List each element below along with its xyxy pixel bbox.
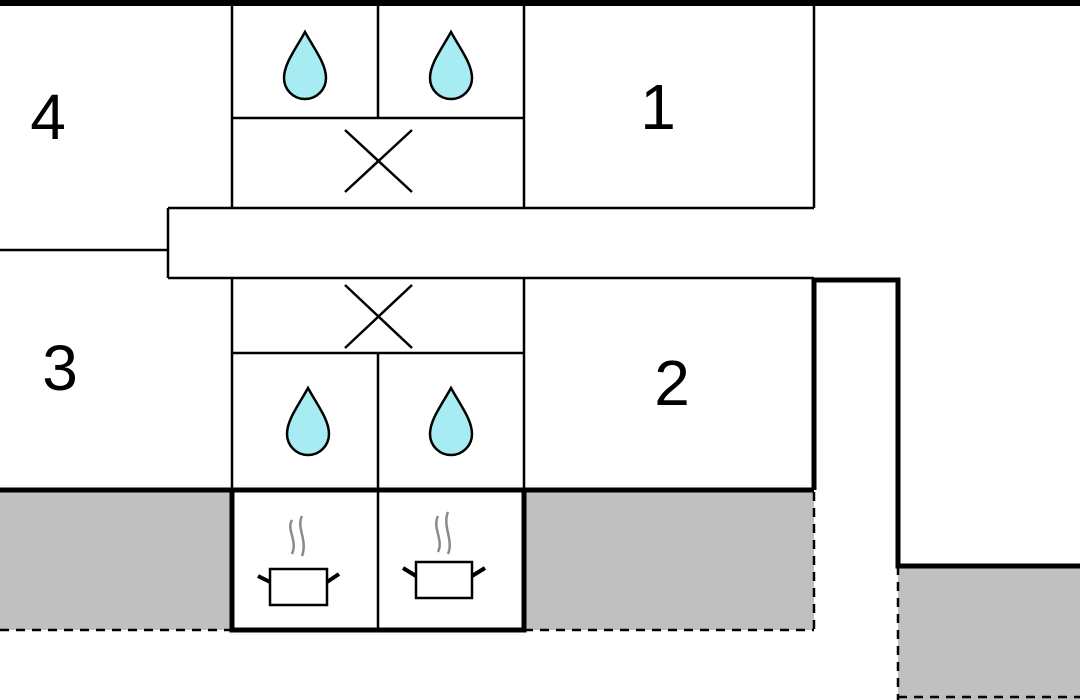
room-label-2: 2	[654, 347, 690, 419]
shaded-area-middle	[524, 490, 814, 630]
room-label-3: 3	[42, 332, 78, 404]
cooking-pot-icon	[401, 511, 487, 600]
water-drop-icon	[285, 385, 331, 457]
room-label-4: 4	[30, 81, 66, 153]
water-drop-icon	[428, 385, 474, 457]
water-drop-icon	[282, 29, 328, 101]
shaded-area-left	[0, 490, 232, 630]
cooking-pot-icon	[257, 515, 341, 607]
room-label-1: 1	[640, 71, 676, 143]
water-drop-icon	[428, 29, 474, 101]
ventilation-x-icon	[344, 284, 413, 349]
shaded-area-right	[898, 566, 1080, 700]
thick-walls	[0, 277, 1080, 633]
upper-walls	[230, 5, 816, 208]
ventilation-x-icon	[344, 129, 413, 193]
lower-walls	[230, 278, 526, 630]
dashed-boundaries	[0, 492, 1080, 700]
corridor	[0, 206, 814, 280]
